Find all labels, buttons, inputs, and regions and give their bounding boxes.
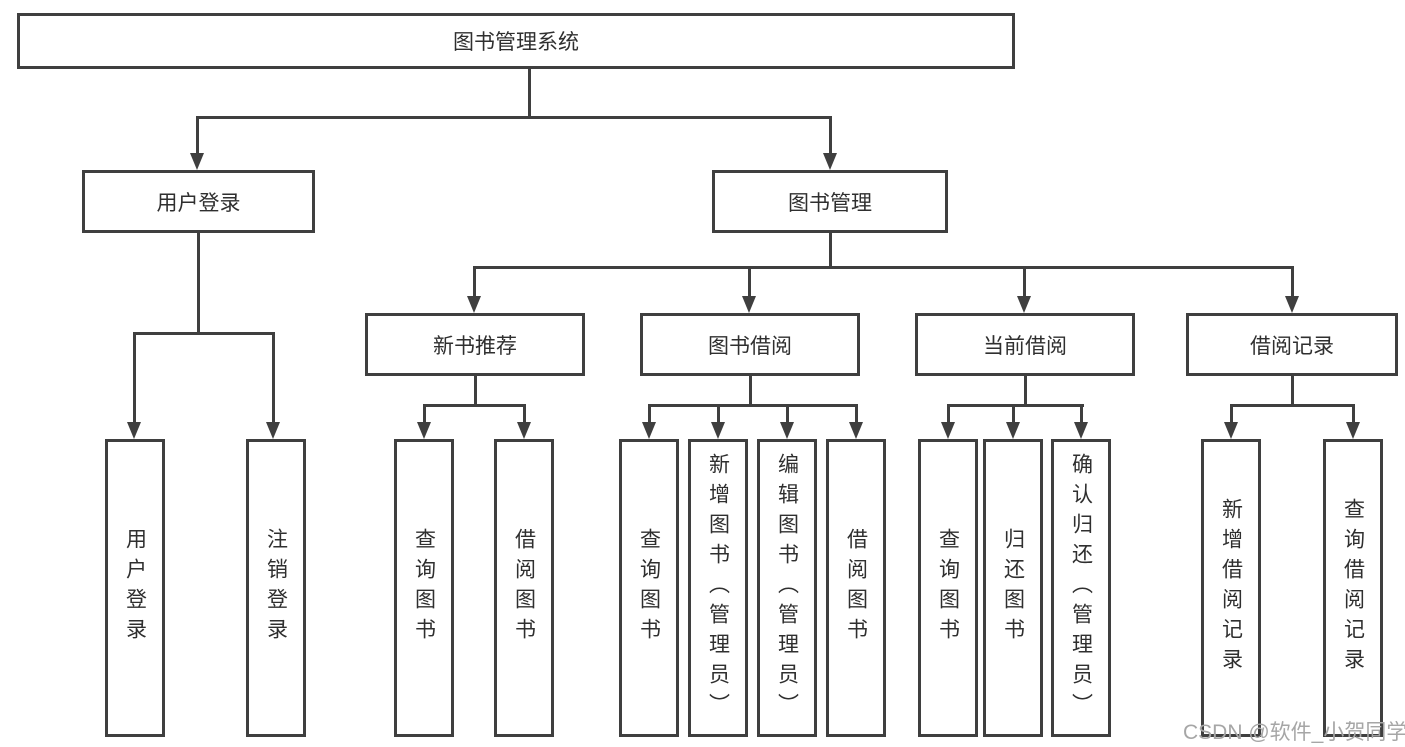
- node-label: 注销登录: [264, 528, 288, 648]
- node-borrowing-records: 借阅记录: [1186, 313, 1398, 376]
- connector-vertical: [523, 404, 526, 424]
- connector-vertical: [133, 332, 136, 424]
- connector-vertical: [197, 233, 200, 335]
- arrow-down-icon: [780, 422, 794, 439]
- arrow-down-icon: [849, 422, 863, 439]
- connector-vertical: [648, 404, 651, 424]
- connector-vertical: [474, 376, 477, 407]
- arrow-down-icon: [1006, 422, 1020, 439]
- leaf-query-books-borrowing: 查询图书: [619, 439, 679, 737]
- node-label: 查询图书: [637, 528, 661, 648]
- connector-vertical: [1230, 404, 1233, 424]
- node-user-login: 用户登录: [82, 170, 315, 233]
- connector-vertical: [855, 404, 858, 424]
- leaf-edit-books-admin: 编辑图书（管理员）: [757, 439, 817, 737]
- connector-horizontal: [473, 266, 1294, 269]
- connector-vertical: [829, 233, 832, 269]
- connector-horizontal: [947, 404, 1084, 407]
- node-library-management-system: 图书管理系统: [17, 13, 1015, 69]
- node-book-management: 图书管理: [712, 170, 948, 233]
- node-new-book-recommendation: 新书推荐: [365, 313, 585, 376]
- leaf-borrow-books-borrowing: 借阅图书: [826, 439, 886, 737]
- connector-horizontal: [423, 404, 526, 407]
- node-label: 查询图书: [936, 528, 960, 648]
- node-label: 借阅图书: [512, 528, 536, 648]
- node-label: 图书借阅: [708, 334, 792, 358]
- connector-vertical: [1291, 266, 1294, 298]
- leaf-return-books: 归还图书: [983, 439, 1043, 737]
- leaf-add-books-admin: 新增图书（管理员）: [688, 439, 748, 737]
- connector-vertical: [1023, 266, 1026, 298]
- arrow-down-icon: [190, 153, 204, 170]
- connector-horizontal: [1230, 404, 1355, 407]
- connector-vertical: [947, 404, 950, 424]
- node-label: 用户登录: [123, 528, 147, 648]
- node-label: 编辑图书（管理员）: [775, 453, 799, 723]
- node-label: 新书推荐: [433, 334, 517, 358]
- connector-vertical: [829, 116, 832, 154]
- arrow-down-icon: [1285, 296, 1299, 313]
- connector-vertical: [528, 69, 531, 119]
- leaf-borrow-books-recommend: 借阅图书: [494, 439, 554, 737]
- leaf-user-login: 用户登录: [105, 439, 165, 737]
- node-label: 确认归还（管理员）: [1069, 453, 1093, 723]
- node-book-borrowing: 图书借阅: [640, 313, 860, 376]
- arrow-down-icon: [1074, 422, 1088, 439]
- connector-vertical: [272, 332, 275, 424]
- connector-vertical: [196, 116, 199, 154]
- connector-vertical: [1291, 376, 1294, 407]
- leaf-query-borrow-record: 查询借阅记录: [1323, 439, 1383, 737]
- node-label: 查询借阅记录: [1341, 498, 1365, 678]
- node-label: 当前借阅: [983, 334, 1067, 358]
- node-label: 图书管理系统: [453, 31, 579, 54]
- arrow-down-icon: [941, 422, 955, 439]
- node-label: 借阅图书: [844, 528, 868, 648]
- watermark: CSDN @软件_小贺同学: [1183, 721, 1405, 744]
- arrow-down-icon: [1017, 296, 1031, 313]
- node-label: 用户登录: [156, 191, 241, 215]
- arrow-down-icon: [266, 422, 280, 439]
- arrow-down-icon: [742, 296, 756, 313]
- connector-vertical: [473, 266, 476, 298]
- leaf-query-books-recommend: 查询图书: [394, 439, 454, 737]
- node-label: 新增图书（管理员）: [706, 453, 730, 723]
- arrow-down-icon: [711, 422, 725, 439]
- leaf-logout: 注销登录: [246, 439, 306, 737]
- connector-vertical: [1012, 404, 1015, 424]
- connector-horizontal: [648, 404, 858, 407]
- node-label: 图书管理: [788, 191, 872, 215]
- arrow-down-icon: [642, 422, 656, 439]
- node-label: 归还图书: [1001, 528, 1025, 648]
- arrow-down-icon: [467, 296, 481, 313]
- connector-vertical: [1024, 376, 1027, 407]
- connector-horizontal: [196, 116, 831, 119]
- connector-vertical: [717, 404, 720, 424]
- arrow-down-icon: [517, 422, 531, 439]
- connector-vertical: [748, 266, 751, 298]
- connector-vertical: [786, 404, 789, 424]
- connector-horizontal: [133, 332, 275, 335]
- arrow-down-icon: [417, 422, 431, 439]
- connector-vertical: [749, 376, 752, 407]
- connector-vertical: [1352, 404, 1355, 424]
- leaf-confirm-return-admin: 确认归还（管理员）: [1051, 439, 1111, 737]
- leaf-add-borrow-record: 新增借阅记录: [1201, 439, 1261, 737]
- node-current-borrowing: 当前借阅: [915, 313, 1135, 376]
- node-label: 借阅记录: [1250, 334, 1334, 358]
- arrow-down-icon: [127, 422, 141, 439]
- connector-vertical: [1080, 404, 1083, 424]
- node-label: 新增借阅记录: [1219, 498, 1243, 678]
- leaf-query-books-current: 查询图书: [918, 439, 978, 737]
- arrow-down-icon: [823, 153, 837, 170]
- connector-vertical: [423, 404, 426, 424]
- arrow-down-icon: [1346, 422, 1360, 439]
- node-label: 查询图书: [412, 528, 436, 648]
- arrow-down-icon: [1224, 422, 1238, 439]
